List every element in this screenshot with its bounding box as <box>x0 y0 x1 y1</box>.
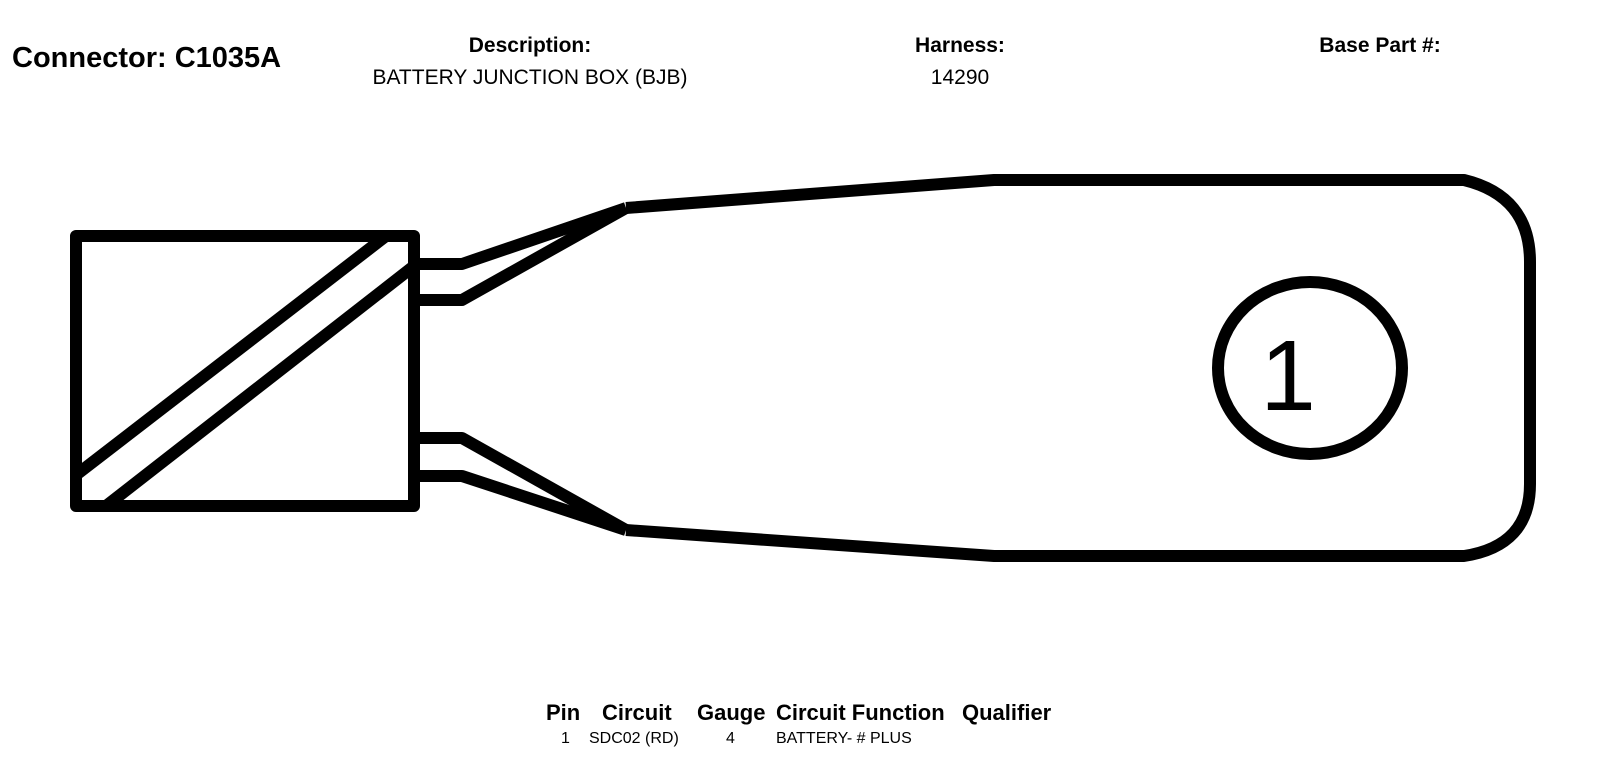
crimp-barrel-box <box>70 230 420 512</box>
cell-pin: 1 <box>561 730 570 747</box>
cell-circuit: SDC02 (RD) <box>589 730 679 747</box>
header-circuit-function: Circuit Function <box>776 700 945 725</box>
harness-field: Harness: 14290 <box>860 33 1060 91</box>
harness-label: Harness: <box>915 34 1005 57</box>
neck-line-upper-outer <box>414 202 628 270</box>
header-gauge: Gauge <box>697 700 766 725</box>
base-part-label: Base Part #: <box>1319 34 1441 57</box>
header-circuit: Circuit <box>602 700 672 725</box>
base-part-field: Base Part #: <box>1280 33 1480 65</box>
pin-table: Pin Circuit Gauge Circuit Function Quali… <box>540 700 1100 752</box>
neck-line-lower-outer <box>414 470 628 536</box>
barrel-stripe-upper <box>72 231 390 480</box>
cell-gauge: 4 <box>726 730 735 747</box>
connector-title: Connector: C1035A <box>12 42 282 74</box>
description-label: Description: <box>468 34 592 57</box>
neck-line-lower-inner <box>414 432 629 536</box>
connector-diagram: 1 <box>70 174 1536 562</box>
description-field: Description: BATTERY JUNCTION BOX (BJB) <box>330 33 730 91</box>
harness-value: 14290 <box>930 66 990 89</box>
header-qualifier: Qualifier <box>962 700 1052 725</box>
header-pin: Pin <box>546 700 581 725</box>
barrel-stripe-lower <box>102 261 418 511</box>
terminal-outline <box>625 174 1536 562</box>
neck-line-upper-inner <box>414 202 629 306</box>
cell-circuit-function: BATTERY- # PLUS <box>776 730 912 747</box>
description-value: BATTERY JUNCTION BOX (BJB) <box>372 66 688 89</box>
pin-table-header: Pin Circuit Gauge Circuit Function Quali… <box>540 700 1100 726</box>
pin-circle <box>1212 276 1408 460</box>
pin-number-label: 1 <box>1260 320 1316 432</box>
table-row: 1 SDC02 (RD) 4 BATTERY- # PLUS <box>540 726 1100 752</box>
